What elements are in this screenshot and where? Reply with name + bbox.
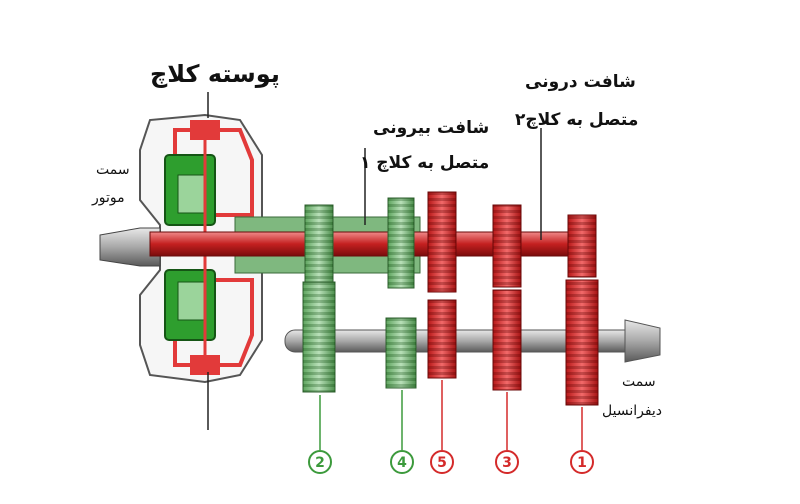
- leader-lines: [207, 92, 583, 450]
- gear-number-5: 5: [437, 455, 447, 471]
- engine-side-label-line2: موتور: [92, 190, 125, 206]
- gear-pair-3: [492, 204, 522, 391]
- gear-marker-4: 4: [390, 450, 414, 474]
- gear-number-3: 3: [502, 455, 512, 471]
- outer-shaft-label-line1: شافت بیرونی: [373, 118, 490, 138]
- differential-output: [624, 319, 661, 363]
- clutch-housing-label: پوسته کلاچ: [150, 60, 280, 88]
- gear-marker-2: 2: [308, 450, 332, 474]
- gear-number-markers: 2 4 5 3 1: [308, 450, 594, 474]
- gear-pair-1: [565, 214, 599, 406]
- diff-side-label-line2: دیفرانسیل: [602, 403, 663, 419]
- gear-pair-2: [302, 204, 336, 393]
- gear-marker-3: 3: [495, 450, 519, 474]
- engine-side-label-line1: سمت: [96, 162, 130, 178]
- engine-input-shaft: [99, 227, 161, 267]
- inner-shaft-label-line2: متصل به کلاچ۲: [515, 110, 639, 130]
- gear-marker-5: 5: [430, 450, 454, 474]
- gear-number-2: 2: [315, 455, 325, 471]
- inner-shaft-label-line1: شافت درونی: [525, 72, 636, 92]
- gear-pair-4: [385, 197, 417, 389]
- gear-pair-5: [427, 191, 457, 379]
- outer-shaft-label-line2: متصل به کلاچ ۱: [360, 153, 490, 173]
- diff-side-label-line1: سمت: [622, 374, 656, 390]
- inner-shaft: [149, 231, 596, 257]
- gear-number-1: 1: [577, 455, 587, 471]
- gear-marker-1: 1: [570, 450, 594, 474]
- gear-number-4: 4: [397, 455, 407, 471]
